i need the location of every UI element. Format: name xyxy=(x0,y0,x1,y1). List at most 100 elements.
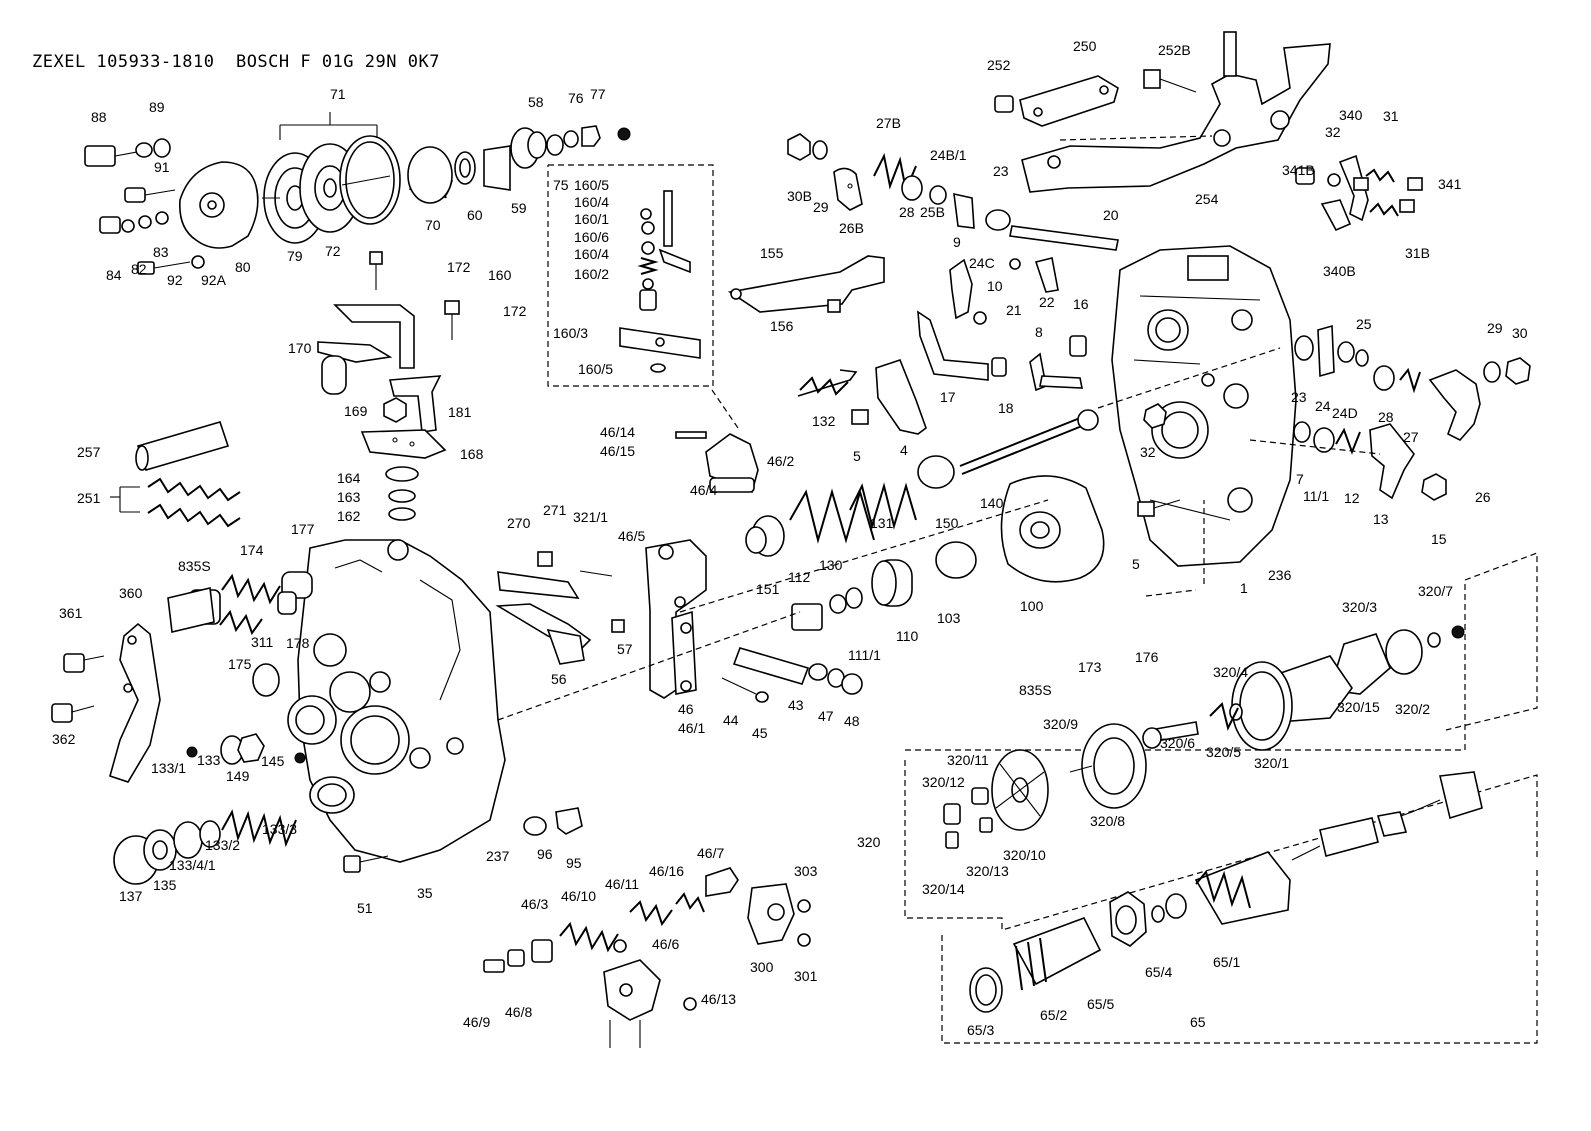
control-bracket xyxy=(317,251,460,521)
part-label: 58 xyxy=(528,94,544,110)
part-label: 301 xyxy=(794,968,818,984)
part-label: 160/3 xyxy=(553,325,588,341)
part-label: 160/1 xyxy=(574,211,609,227)
part-label: 44 xyxy=(723,712,739,728)
part-label: 156 xyxy=(770,318,794,334)
part-label: 28 xyxy=(899,204,915,220)
part-label: 18 xyxy=(998,400,1014,416)
part-label: 26B xyxy=(839,220,864,236)
part-label: 168 xyxy=(460,446,484,462)
part-label: 5 xyxy=(853,448,861,464)
part-label: 46/9 xyxy=(463,1014,490,1030)
part-label: 320/10 xyxy=(1003,847,1046,863)
part-label: 163 xyxy=(337,489,361,505)
part-label: 46/2 xyxy=(767,453,794,469)
part-label: 92 xyxy=(167,272,183,288)
part-label: 23 xyxy=(1291,389,1307,405)
part-label: 320/7 xyxy=(1418,583,1453,599)
part-label: 28 xyxy=(1378,409,1394,425)
part-label: 51 xyxy=(357,900,373,916)
part-label: 10 xyxy=(987,278,1003,294)
part-label: 47 xyxy=(818,708,834,724)
part-label: 151 xyxy=(756,581,780,597)
part-label: 65/3 xyxy=(967,1022,994,1038)
part-label: 341 xyxy=(1438,176,1462,192)
part-label: 320/14 xyxy=(922,881,965,897)
part-label: 29 xyxy=(813,199,829,215)
part-label: 30B xyxy=(787,188,812,204)
part-label: 24C xyxy=(969,255,995,271)
part-label: 321/1 xyxy=(573,509,608,525)
part-label: 24B/1 xyxy=(930,147,967,163)
part-label: 43 xyxy=(788,697,804,713)
part-label: 46/3 xyxy=(521,896,548,912)
part-label: 131 xyxy=(870,515,894,531)
part-label: 160/6 xyxy=(574,229,609,245)
part-label: 320/4 xyxy=(1213,664,1248,680)
part-label: 46/10 xyxy=(561,888,596,904)
part-label: 320/1 xyxy=(1254,755,1289,771)
part-label: 300 xyxy=(750,959,774,975)
part-label: 31B xyxy=(1405,245,1430,261)
part-label: 155 xyxy=(760,245,784,261)
top-right-lever xyxy=(994,31,1331,193)
part-label: 46/15 xyxy=(600,443,635,459)
group-boxes xyxy=(547,164,1538,1044)
part-label: 320/13 xyxy=(966,863,1009,879)
part-label: 25B xyxy=(920,204,945,220)
part-label: 65 xyxy=(1190,1014,1206,1030)
part-label: 31 xyxy=(1383,108,1399,124)
part-label: 12 xyxy=(1344,490,1360,506)
part-label: 27 xyxy=(1403,429,1419,445)
part-label: 17 xyxy=(940,389,956,405)
part-label: 149 xyxy=(226,768,250,784)
part-label: 320/5 xyxy=(1206,744,1241,760)
center-levers xyxy=(495,133,1119,703)
part-label: 320/6 xyxy=(1160,735,1195,751)
part-label: 84 xyxy=(106,267,122,283)
lever-shaft-assembly xyxy=(619,190,701,373)
part-label: 15 xyxy=(1431,531,1447,547)
part-label: 173 xyxy=(1078,659,1102,675)
part-label: 65/2 xyxy=(1040,1007,1067,1023)
part-label: 320/9 xyxy=(1043,716,1078,732)
part-label: 9 xyxy=(953,234,961,250)
part-label: 111/1 xyxy=(848,647,881,663)
part-label: 70 xyxy=(425,217,441,233)
part-label: 26 xyxy=(1475,489,1491,505)
part-label: 320/8 xyxy=(1090,813,1125,829)
part-label: 80 xyxy=(235,259,251,275)
part-label: 8 xyxy=(1035,324,1043,340)
part-label: 65/1 xyxy=(1213,954,1240,970)
pump-housing-left xyxy=(51,539,583,885)
part-label: 175 xyxy=(228,656,252,672)
part-label: 170 xyxy=(288,340,312,356)
part-label: 92A xyxy=(201,272,227,288)
part-label: 46/14 xyxy=(600,424,635,440)
part-label: 341B xyxy=(1282,162,1315,178)
part-label: 23 xyxy=(993,163,1009,179)
part-label: 88 xyxy=(91,109,107,125)
part-label: 133/4/1 xyxy=(169,857,216,873)
part-label: 176 xyxy=(1135,649,1159,665)
part-label: 164 xyxy=(337,470,361,486)
stop-solenoid-assembly xyxy=(969,771,1483,1013)
part-label: 45 xyxy=(752,725,768,741)
part-label: 320/15 xyxy=(1337,699,1380,715)
part-label: 5 xyxy=(1132,556,1140,572)
part-label: 65/5 xyxy=(1087,996,1114,1012)
part-label: 59 xyxy=(511,200,527,216)
part-label: 251 xyxy=(77,490,101,506)
part-label: 140 xyxy=(980,495,1004,511)
part-label: 76 xyxy=(568,90,584,106)
part-label: 135 xyxy=(153,877,177,893)
part-label: 25 xyxy=(1356,316,1372,332)
part-label: 11/1 xyxy=(1303,488,1329,504)
part-label: 83 xyxy=(153,244,169,260)
part-label: 46/8 xyxy=(505,1004,532,1020)
part-label: 835S xyxy=(1019,682,1052,698)
part-label: 29 xyxy=(1487,320,1503,336)
part-label: 303 xyxy=(794,863,818,879)
